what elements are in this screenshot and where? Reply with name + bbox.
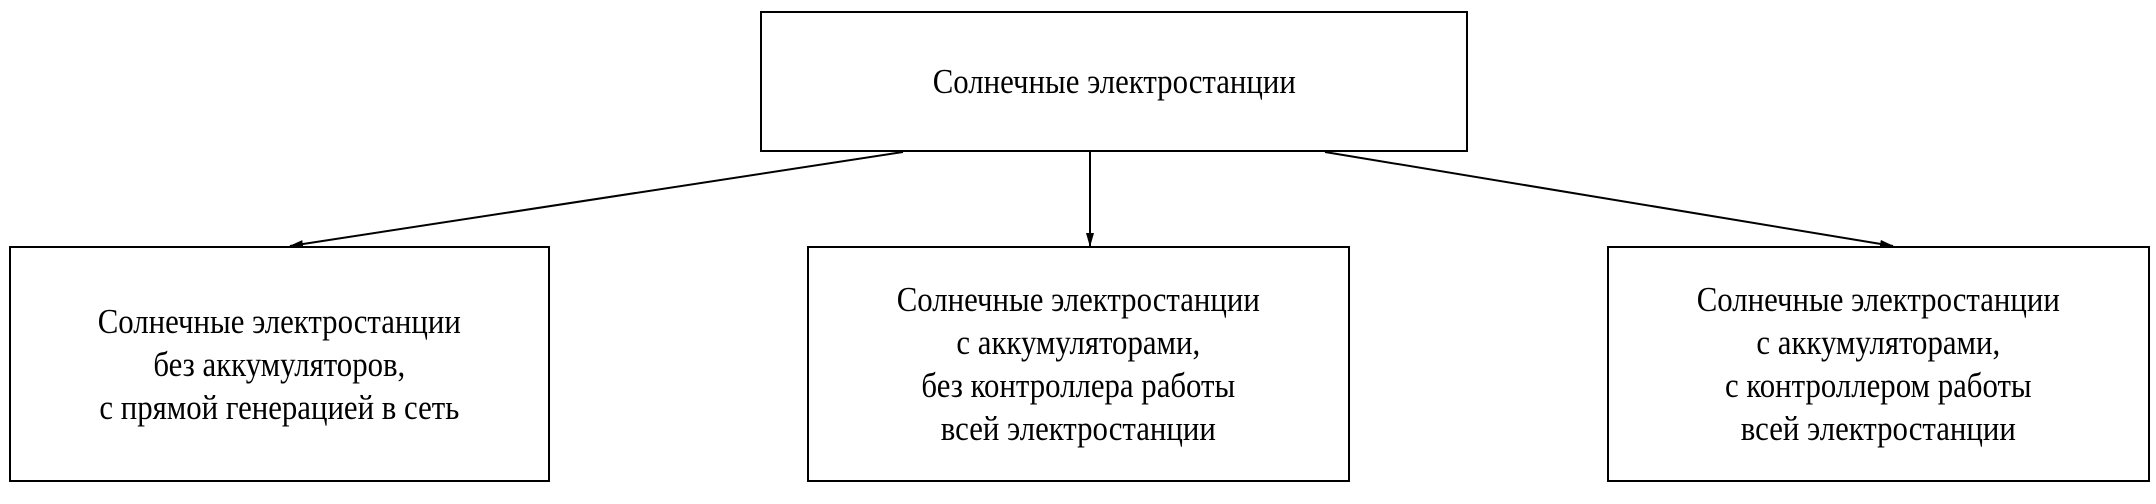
child-node-batteries-no-controller: Солнечные электростанции с аккумуляторам…: [807, 246, 1350, 482]
node-line: всей электростанции: [1740, 409, 2017, 448]
node-line: без аккумуляторов,: [153, 344, 406, 384]
node-line: с прямой генерацией в сеть: [99, 387, 460, 427]
node-text: Солнечные электростанции без аккумулятор…: [98, 300, 461, 429]
arrow-to-left: [289, 151, 904, 248]
node-line: с аккумуляторами,: [1756, 323, 2001, 362]
node-line: Солнечные электростанции: [97, 301, 462, 341]
node-text: Солнечные электростанции с аккумуляторам…: [897, 278, 1260, 450]
node-text: Солнечные электростанции с аккумуляторам…: [1697, 278, 2060, 450]
arrow-to-right: [1324, 151, 1894, 248]
root-label: Солнечные электростанции: [932, 62, 1296, 101]
child-node-no-batteries: Солнечные электростанции без аккумулятор…: [9, 246, 550, 482]
node-line: с аккумуляторами,: [956, 323, 1201, 362]
child-node-batteries-with-controller: Солнечные электростанции с аккумуляторам…: [1607, 246, 2150, 482]
root-node: Солнечные электростанции: [760, 11, 1468, 152]
node-line: с контроллером работы: [1725, 366, 2032, 405]
node-line: без контроллера работы: [921, 366, 1236, 405]
node-line: всей электростанции: [940, 409, 1217, 448]
node-line: Солнечные электростанции: [1696, 280, 2061, 319]
node-line: Солнечные электростанции: [896, 280, 1261, 319]
